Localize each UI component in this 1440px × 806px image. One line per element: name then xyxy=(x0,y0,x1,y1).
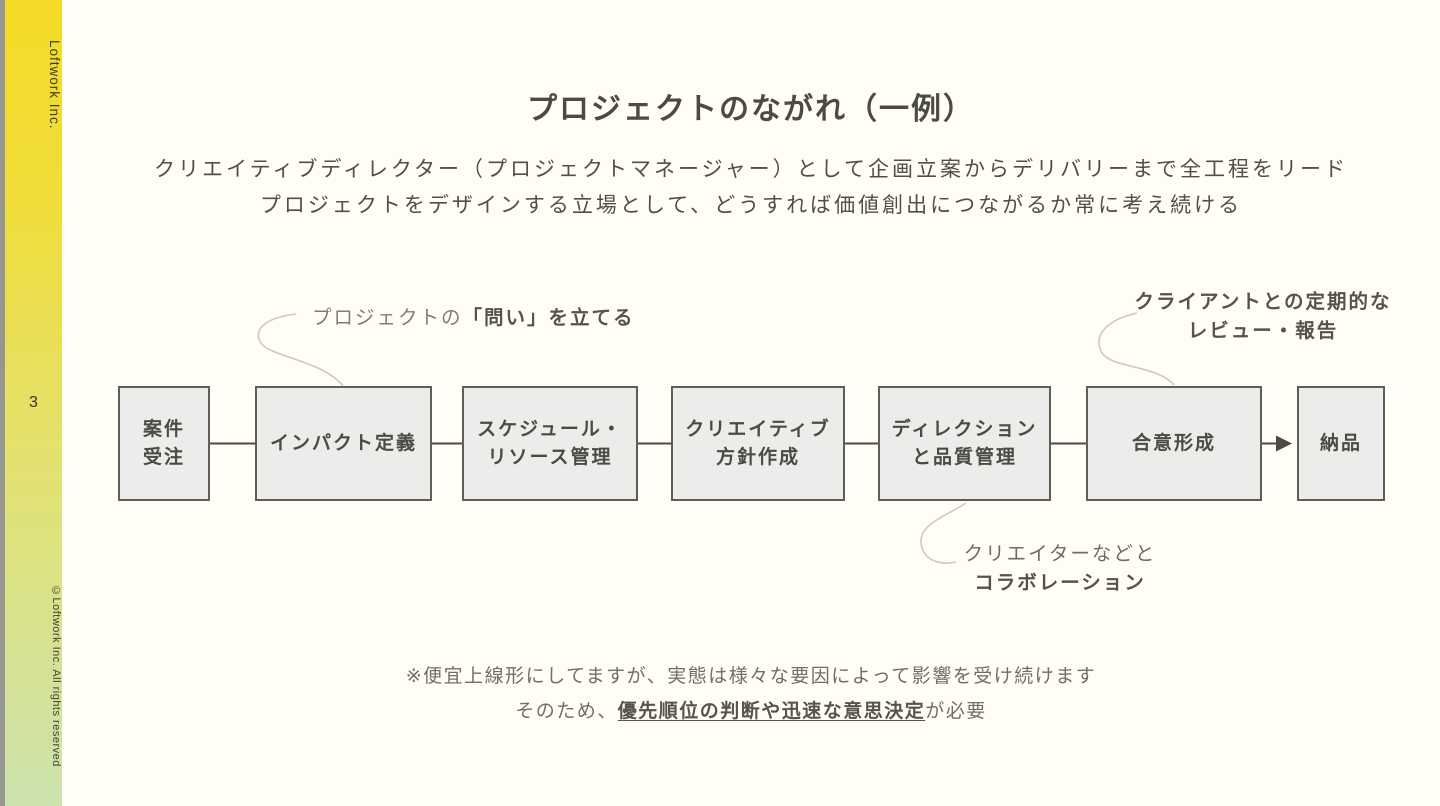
flow-step-consensus: 合意形成 xyxy=(1086,386,1262,501)
annotation-collab: クリエイターなどと コラボレーション xyxy=(935,540,1185,598)
flow-step-label: 納品 xyxy=(1319,432,1362,454)
flow-step-delivery: 納品 xyxy=(1297,386,1385,501)
annotation-question-emphasis: 「問い」を立てる xyxy=(462,307,635,329)
slide-title: プロジェクトのながれ（一例） xyxy=(527,93,975,126)
flow-step-label: リソース管理 xyxy=(487,446,613,468)
annotation-review-line-1: クライアントとの定期的な xyxy=(1134,291,1392,313)
footnote-line-2: そのため、優先順位の判断や迅速な意思決定が必要 xyxy=(62,694,1440,729)
sidebar: Loftwork Inc. 3 ©Loftwork Inc. All right… xyxy=(0,0,62,806)
annotation-collab-line-2: コラボレーション xyxy=(974,572,1146,594)
flow-step-schedule: スケジュール・ リソース管理 xyxy=(462,386,638,501)
footnote-line-2-emphasis: 優先順位の判断や迅速な意思決定 xyxy=(617,701,926,722)
footnote-line-1: ※便宜上線形にしてますが、実態は様々な要因によって影響を受け続けます xyxy=(405,666,1097,687)
sidebar-edge-strip xyxy=(0,0,5,806)
annotation-question-prefix: プロジェクトの xyxy=(312,307,463,329)
flow-step-label: と品質管理 xyxy=(911,446,1017,468)
brand-label: Loftwork Inc. xyxy=(47,40,62,130)
flow-step-label: 合意形成 xyxy=(1131,432,1216,454)
flow-step-label: インパクト定義 xyxy=(269,432,417,454)
flow-step-label: 受注 xyxy=(142,446,185,468)
flow-step-label: ディレクション xyxy=(891,418,1038,440)
flow-step-label: 方針作成 xyxy=(715,446,800,468)
flow-step-creative: クリエイティブ 方針作成 xyxy=(671,386,845,501)
flow-step-direction: ディレクション と品質管理 xyxy=(878,386,1051,501)
flow-step-label: スケジュール・ xyxy=(477,418,623,440)
footnote: ※便宜上線形にしてますが、実態は様々な要因によって影響を受け続けます そのため、… xyxy=(62,659,1440,729)
slide-subtitle: クリエイティブディレクター（プロジェクトマネージャー）として企画立案からデリバリ… xyxy=(62,152,1440,224)
page-number: 3 xyxy=(29,394,38,411)
copyright-label: ©Loftwork Inc. All rights reserved xyxy=(50,585,62,767)
subtitle-line-1: クリエイティブディレクター（プロジェクトマネージャー）として企画立案からデリバリ… xyxy=(154,158,1348,181)
footnote-line-2-prefix: そのため、 xyxy=(515,701,618,722)
footnote-line-2-suffix: が必要 xyxy=(925,701,987,722)
flow-step-label: クリエイティブ xyxy=(685,418,831,440)
flow-step-order: 案件 受注 xyxy=(118,386,210,501)
subtitle-line-2: プロジェクトをデザインする立場として、どうすれば価値創出につながるか常に考え続け… xyxy=(259,194,1243,217)
flow-step-label: 案件 xyxy=(142,418,185,440)
flow-step-impact: インパクト定義 xyxy=(255,386,432,501)
annotation-review: クライアントとの定期的な レビュー・報告 xyxy=(1128,288,1398,346)
annotation-collab-line-1: クリエイターなどと xyxy=(963,543,1157,565)
annotation-review-line-2: レビュー・報告 xyxy=(1187,320,1339,342)
annotation-question: プロジェクトの「問い」を立てる xyxy=(312,301,635,330)
